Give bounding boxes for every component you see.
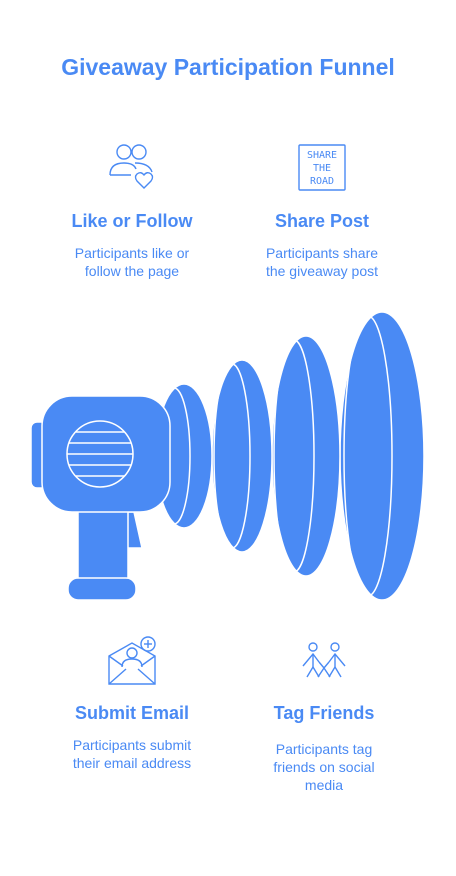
step-description: Participants like or follow the page (74, 245, 190, 279)
step-description: Participants submit their email address (72, 737, 192, 771)
speaker-grille (66, 420, 134, 488)
step-title: Submit Email (74, 703, 190, 723)
sign-line-2: THE (313, 163, 331, 174)
step-like-or-follow: Like or Follow Participants like or foll… (37, 142, 227, 280)
step-description: Participants share the giveaway post (265, 245, 379, 279)
megaphone-grip-base (67, 577, 137, 601)
megaphone-ring-5-face (343, 315, 393, 597)
megaphone-ring-4-face (273, 339, 315, 573)
step-title: Tag Friends (273, 703, 375, 723)
step-title: Like or Follow (71, 211, 193, 231)
sign-line-1: SHARE (307, 150, 337, 161)
people-group-icon (302, 642, 346, 678)
step-share-post: SHARE THE ROAD Share Post Participants s… (227, 142, 417, 280)
step-description: Participants tag friends on social media (273, 741, 375, 793)
sign-line-3: ROAD (310, 176, 334, 187)
share-sign-icon: SHARE THE ROAD (298, 144, 346, 191)
step-tag-friends: Tag Friends Participants tag friends on … (229, 634, 419, 794)
megaphone-illustration (30, 311, 425, 601)
step-submit-email: Submit Email Participants submit their e… (37, 634, 227, 772)
step-title: Share Post (274, 211, 370, 231)
megaphone-ring-4 (271, 335, 341, 577)
envelope-add-user-icon (108, 636, 156, 685)
page-title: Giveaway Participation Funnel (61, 54, 395, 80)
megaphone-ring-5 (339, 311, 425, 601)
users-heart-icon (109, 144, 154, 189)
megaphone-ring-3 (211, 359, 273, 553)
megaphone-ring-3-face (213, 363, 251, 549)
